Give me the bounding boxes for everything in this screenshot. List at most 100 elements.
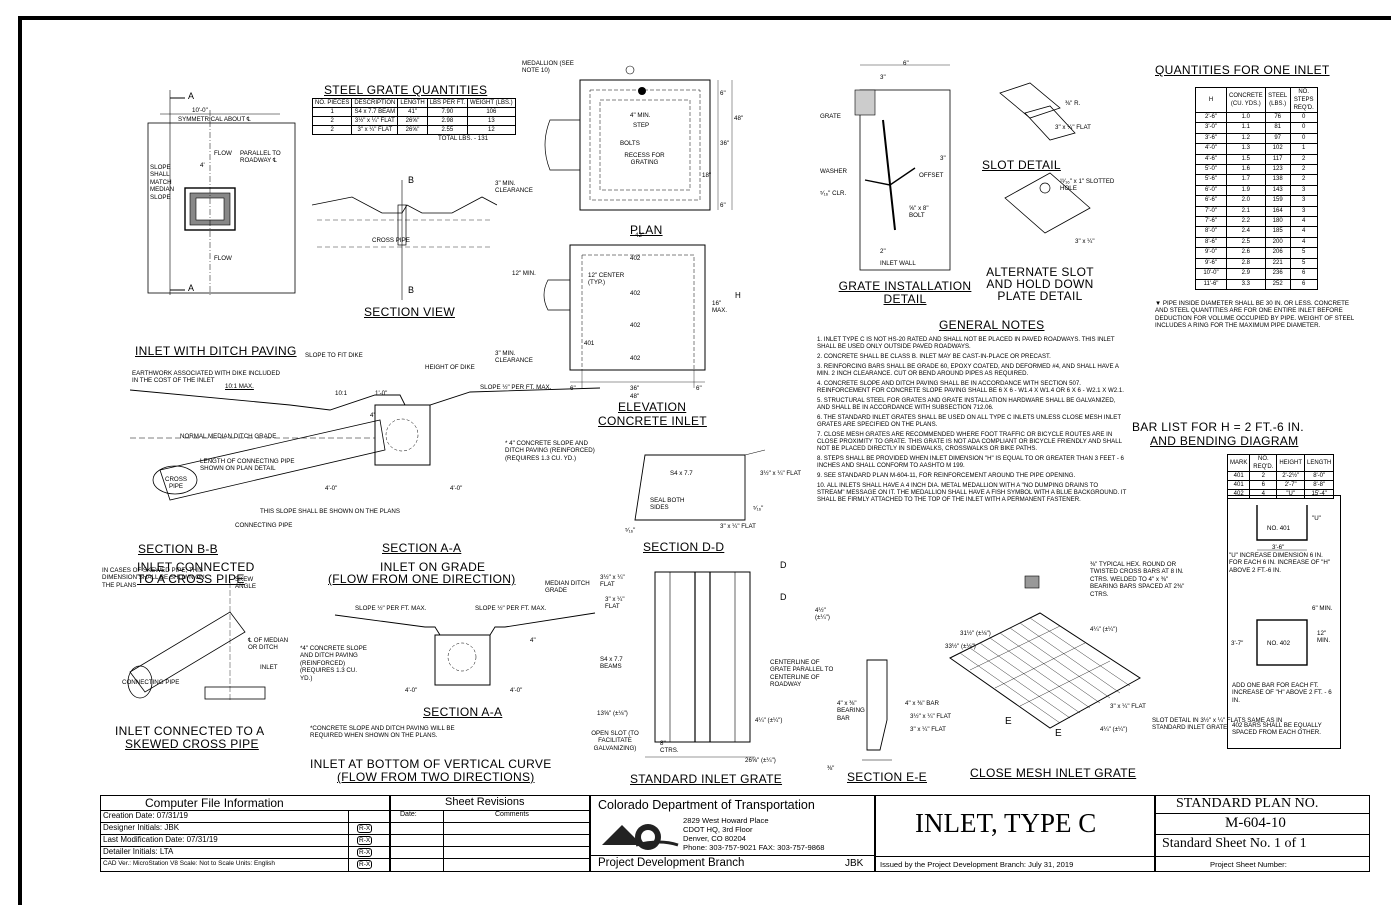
section-view-title: SECTION VIEW (364, 305, 455, 319)
quantities-one-inlet: QUANTITIES FOR ONE INLET H CONCRETE (CU.… (1155, 63, 1370, 329)
issued-line (875, 856, 1155, 857)
section-view-drawing (311, 180, 498, 300)
skew-median: ℄ OF MEDIAN OR DITCH (248, 637, 289, 652)
vc-median: MEDIAN DITCH GRADE (545, 580, 590, 595)
ditch-flow-2: FLOW (214, 255, 232, 262)
cfi-divider (348, 810, 349, 872)
general-notes-title: GENERAL NOTES (939, 318, 1045, 332)
bl-37: 3'-7" (1231, 640, 1244, 647)
vertical-curve-drawing (334, 612, 596, 686)
sg-cell: 2.98 (426, 116, 469, 126)
aa-sub: INLET ON GRADE (380, 560, 486, 574)
dd-dim-b: ⁵⁄₁₆" (625, 527, 636, 534)
sg-h4: WEIGHT (LBS.) (467, 98, 516, 108)
qty-cell: 4 (1289, 216, 1318, 228)
sg-cell: 26⅝" (397, 125, 428, 135)
plan-step: STEP (633, 122, 650, 129)
elev-h: H (735, 291, 741, 300)
bl-min12: 12" MIN. (1317, 630, 1331, 645)
gi-6: 6" (903, 60, 909, 67)
sv-cross: CROSS PIPE (372, 237, 410, 244)
bb-normal: NORMAL MEDIAN DITCH GRADE (180, 433, 277, 440)
general-notes-list: 1. INLET TYPE C IS NOT HS-20 RATED AND S… (817, 336, 1127, 503)
rev-row (390, 858, 590, 872)
vc-paving: *4" CONCRETE SLOPE AND DITCH PAVING (REI… (300, 645, 367, 682)
ditch-a-bottom: A (188, 283, 195, 293)
cfi-box (100, 795, 390, 872)
skewed-view: IN CASES OF SKEWED PIPE, THIS DIMENSION … (100, 562, 300, 751)
elev-402a: 402 (630, 255, 641, 262)
mesh-flat2: 3" x ¼" FLAT (910, 726, 946, 733)
note-3: 3. REINFORCING BARS SHALL BE GRADE 60, E… (817, 362, 1119, 377)
sg-cell: 3½" x ¼" FLAT (351, 116, 399, 126)
qty-h3: NO. STEPS REQ'D. (1289, 87, 1318, 113)
section-aa-title: SECTION A-A (382, 541, 462, 555)
note-9: 9. SEE STANDARD PLAN M-604-11, FOR REINF… (817, 472, 1076, 479)
vc-sub: INLET AT BOTTOM OF VERTICAL CURVE (310, 757, 552, 771)
ditch-parallel: PARALLEL TO ROADWAY ℄ (240, 150, 281, 165)
note-4: 4. CONCRETE SLOPE AND DITCH PAVING SHALL… (817, 379, 1124, 394)
sg-ctrs: 8" CTRS. (660, 740, 679, 755)
qty-cell: 2.6 (1226, 247, 1266, 259)
qty-cell: 2.0 (1226, 195, 1266, 207)
sg-d-bottom: D (780, 592, 787, 602)
mesh-flat1: 3½" x ¼" FLAT (910, 713, 952, 720)
sheet-title-box (875, 795, 1155, 872)
cdot-dept: Colorado Department of Transportation (598, 798, 815, 812)
cdot-initials: JBK (845, 858, 864, 869)
skew-inlet: INLET (260, 664, 278, 671)
gi-offset: OFFSET (919, 172, 944, 179)
rev-row (390, 834, 590, 846)
plan-view: MEDALLION (SEE NOTE 10) 4" MIN. STEP BOL… (495, 60, 750, 240)
mesh-hex: ⅜" TYPICAL HEX. ROUND OR TWISTED CROSS B… (1090, 561, 1185, 598)
section-dd-drawing (634, 449, 766, 521)
bl-cell: 4 (1249, 489, 1278, 499)
vc-slope-a: SLOPE ½" PER FT. MAX. (355, 605, 427, 612)
rev-row (390, 822, 590, 834)
note-10: 10. ALL INLETS SHALL HAVE A 4 INCH DIA. … (817, 481, 1127, 504)
gi-washer: WASHER (820, 168, 847, 175)
cfi-detailer: Detailer Initials: LTA (103, 847, 174, 856)
bl-cell: 2'-7" (1276, 480, 1306, 490)
bl-u: "U" (1312, 515, 1321, 522)
dd-flat2: 3" x ¼" FLAT (720, 523, 756, 530)
bb-max: 10:1 MAX. (225, 383, 254, 390)
elev-402d: 402 (630, 355, 641, 362)
cdot-logo (602, 824, 679, 850)
elev-clear: 3" MIN. CLEARANCE (495, 350, 533, 365)
ditch-sym: SYMMETRICAL ABOUT ℄ (178, 116, 251, 123)
gi-clr: ⁵⁄₁₆" CLR. (820, 190, 847, 197)
elev-6b: 6" (696, 385, 702, 392)
ditch-4ft: 4' (200, 162, 205, 169)
qty-cell: 97 (1264, 132, 1291, 145)
qty-cell: 1.7 (1226, 174, 1266, 186)
slot-drawing (999, 82, 1091, 234)
sg-flat1: 3½" x ¼" FLAT (600, 574, 625, 589)
bl-h0: MARK (1226, 454, 1251, 472)
section-bb-title: SECTION B-B (138, 542, 218, 556)
qty-cell: 102 (1264, 143, 1291, 155)
sheet-number: Standard Sheet No. 1 of 1 (1162, 836, 1307, 851)
rx-badge: R-X (357, 824, 373, 833)
gi-2: 2" (880, 248, 886, 255)
rev-row (390, 846, 590, 858)
revisions-box (390, 795, 590, 872)
slot-detail: ⅜" R. 3" x ¼" FLAT SLOT DETAIL ¹¹⁄₁₆" x … (980, 78, 1114, 308)
qty-cell: 7'-6" (1195, 216, 1227, 228)
plan-6a: 6" (720, 90, 726, 97)
rev-date: Date: (400, 811, 417, 818)
mesh-d3: 4¼" (±¼") (1090, 626, 1118, 633)
ditch-dim: 10'-0" (192, 107, 208, 114)
qty-cell: 3 (1289, 195, 1318, 207)
sg-cell: 106 (467, 107, 516, 117)
bl-cell: 15'-4" (1304, 489, 1335, 499)
qty-cell: 180 (1264, 216, 1291, 228)
bb-paving: * 4" CONCRETE SLOPE AND DITCH PAVING (RE… (505, 440, 595, 462)
elev-402b: 402 (630, 290, 641, 297)
qty-cell: 1 (1289, 143, 1318, 155)
qty-cell: 1.1 (1226, 122, 1266, 134)
